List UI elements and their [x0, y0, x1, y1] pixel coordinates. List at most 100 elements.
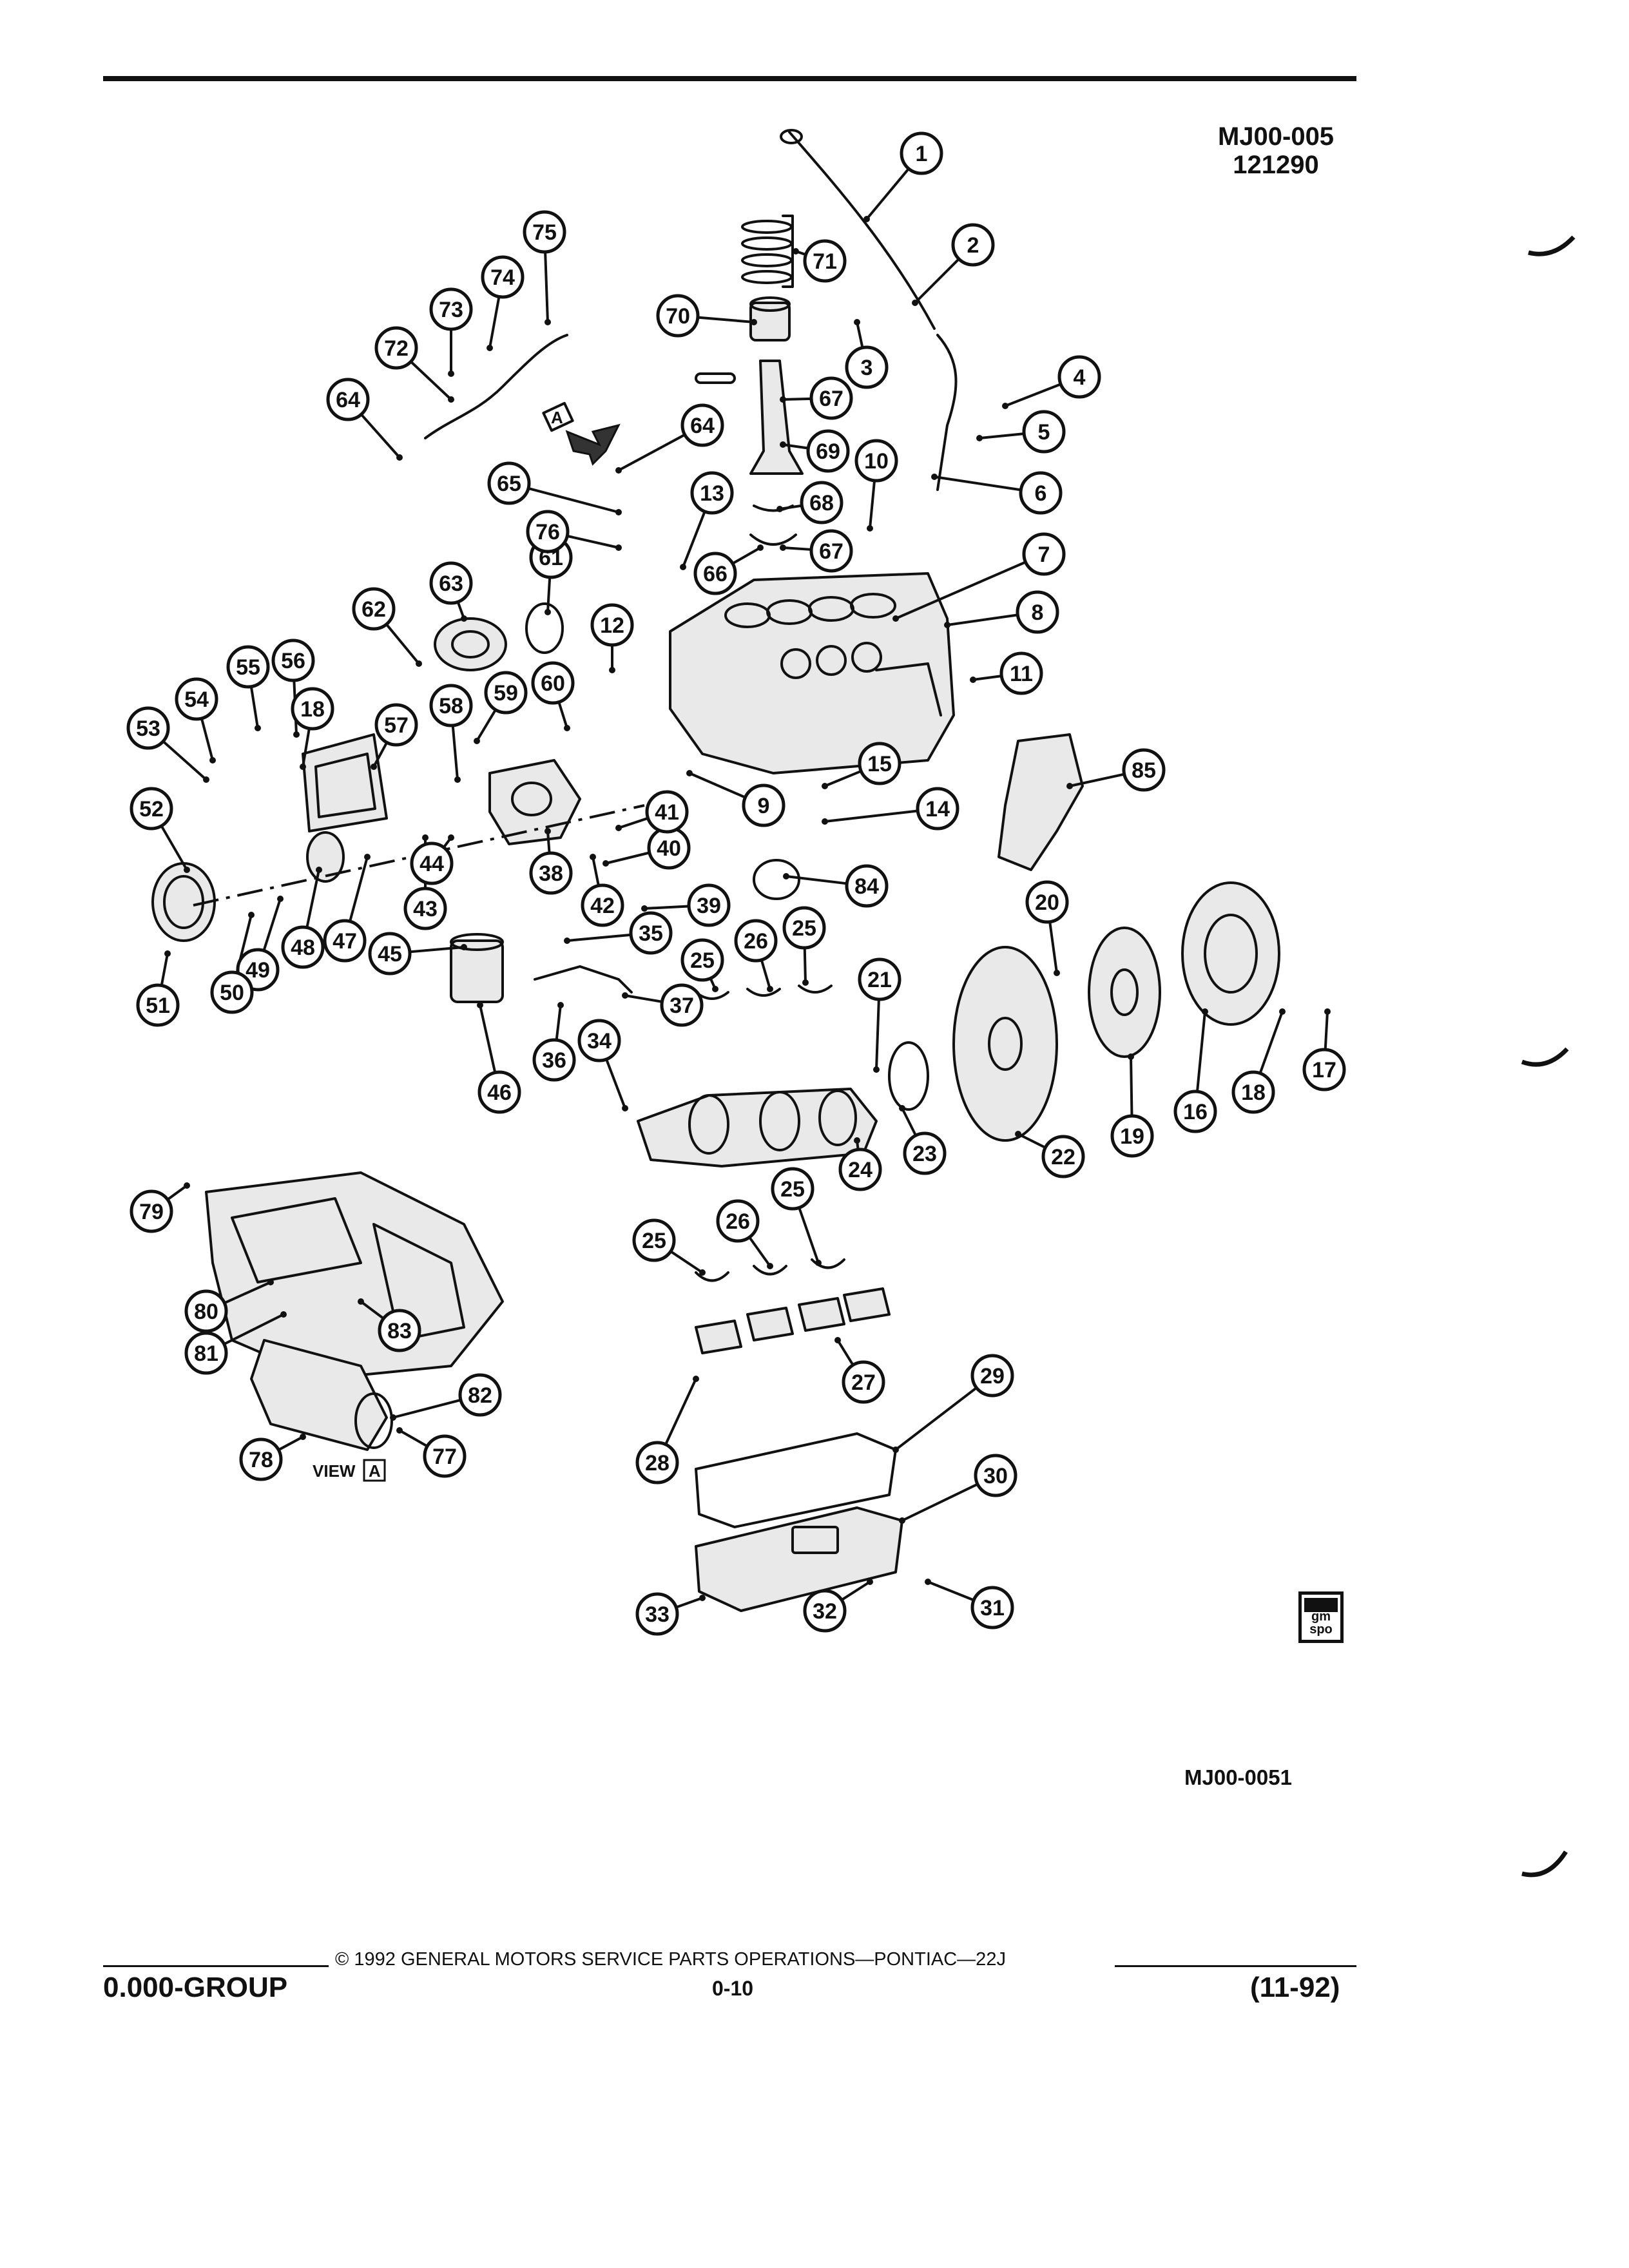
callout-leader-tip-4: [1002, 403, 1008, 409]
piston-pin: [695, 372, 736, 384]
callout-leader-tip-1: [863, 216, 870, 222]
callout-54: 54: [175, 677, 218, 721]
dipstick-tube: [936, 334, 958, 491]
callout-leader-21: [875, 999, 880, 1070]
callout-leader-tip-30: [899, 1517, 905, 1524]
callout-number: 50: [220, 981, 244, 1005]
timing-belt-tensioner: [753, 859, 800, 900]
callout-circle: [845, 345, 889, 389]
callout-leader-tip-51: [164, 950, 171, 957]
callout-leader-28: [664, 1378, 697, 1445]
callout-circle: [130, 787, 173, 831]
callout-leader-29: [894, 1387, 978, 1451]
callout-18: 18: [1231, 1070, 1275, 1114]
callout-leader-tip-77: [396, 1427, 403, 1434]
callout-leader-31: [927, 1581, 974, 1602]
callout-leader-25: [798, 1207, 820, 1264]
callout-leader-tip-45: [461, 944, 467, 950]
gm-spo-logo-text: gm spo: [1309, 1610, 1333, 1637]
callout-leader-tip-25: [712, 986, 718, 992]
callout-84: 84: [845, 864, 889, 908]
oil-filter: [450, 933, 504, 1003]
callout-leader-tip-2: [912, 300, 918, 306]
callout-circle: [1173, 1090, 1217, 1133]
callout-35: 35: [629, 911, 673, 955]
rear-main-seal: [888, 1041, 929, 1111]
callout-circle: [184, 1289, 228, 1333]
callout-leader-tip-66: [757, 544, 764, 551]
callout-17: 17: [1302, 1048, 1346, 1091]
crankshaft: [637, 1088, 878, 1168]
callout-circle: [974, 1454, 1017, 1497]
callout-14: 14: [916, 787, 959, 831]
callout-50: 50: [210, 970, 254, 1014]
oil-level-dipstick: [788, 131, 936, 330]
callout-leader-tip-67: [780, 544, 786, 551]
callout-leader-tip-40: [602, 860, 609, 867]
callout-15: 15: [858, 742, 901, 785]
callout-9: 9: [742, 783, 786, 827]
callout-number: 1: [916, 142, 928, 166]
callout-circle: [226, 645, 270, 689]
callout-leader-tip-64: [615, 467, 622, 474]
callout-66: 66: [693, 552, 737, 595]
callout-leader-tip-52: [184, 867, 190, 873]
callout-number: 7: [1038, 543, 1050, 567]
callout-circle: [481, 255, 525, 299]
callout-number: 28: [645, 1451, 670, 1475]
callout-leader-37: [624, 994, 662, 1003]
callout-number: 76: [535, 520, 560, 544]
front-cover: [302, 733, 388, 832]
callout-number: 16: [1183, 1100, 1208, 1124]
callout-leader-tip-25: [802, 979, 809, 986]
callout-leader-tip-13: [680, 564, 686, 570]
callout-number: 78: [249, 1448, 273, 1472]
binder-mark-3: [1521, 1850, 1568, 1878]
callout-circle: [656, 294, 700, 338]
callout-leader-tip-78: [300, 1434, 306, 1440]
footer-date: (11-92): [1250, 1972, 1340, 2003]
callout-number: 25: [792, 916, 816, 941]
callout-leader-51: [160, 953, 169, 986]
callout-leader-55: [249, 686, 259, 729]
callout-number: 40: [657, 836, 681, 861]
callout-circle: [210, 970, 254, 1014]
callout-83: 83: [378, 1309, 421, 1352]
callout-leader-13: [682, 511, 706, 568]
callout-number: 81: [194, 1341, 218, 1366]
callout-10: 10: [854, 439, 898, 483]
callout-80: 80: [184, 1289, 228, 1333]
callout-leader-tip-56: [293, 731, 300, 738]
callout-leader-tip-58: [454, 776, 461, 783]
callout-19: 19: [1110, 1114, 1154, 1158]
callout-circle: [999, 651, 1043, 695]
footer-rule-right: [1115, 1965, 1356, 1967]
callout-number: 33: [645, 1602, 670, 1627]
callout-number: 24: [848, 1158, 872, 1182]
callout-number: 71: [813, 249, 837, 274]
callout-circle: [271, 639, 315, 682]
callout-leader-58: [451, 725, 459, 780]
callout-number: 65: [497, 472, 521, 496]
callout-82: 82: [458, 1373, 502, 1417]
callout-number: 26: [726, 1209, 750, 1234]
callout-leader-tip-60: [564, 725, 570, 731]
callout-leader-84: [786, 875, 847, 885]
callout-circle: [854, 439, 898, 483]
callout-leader-tip-29: [892, 1446, 899, 1453]
callout-number: 68: [809, 491, 834, 515]
callout-leader-tip-80: [267, 1279, 274, 1285]
callout-20: 20: [1025, 880, 1069, 924]
callout-leader-tip-16: [1202, 1008, 1208, 1015]
oil-pump: [488, 759, 581, 845]
callout-number: 46: [487, 1081, 512, 1105]
callout-22: 22: [1041, 1135, 1085, 1178]
callout-circle: [523, 210, 566, 254]
oil-pan: [695, 1506, 903, 1612]
callout-37: 37: [660, 983, 704, 1027]
callout-8: 8: [1016, 590, 1059, 634]
callout-circle: [1022, 532, 1066, 576]
callout-circle: [590, 603, 634, 647]
callout-circle: [742, 783, 786, 827]
callout-leader-35: [566, 933, 631, 942]
